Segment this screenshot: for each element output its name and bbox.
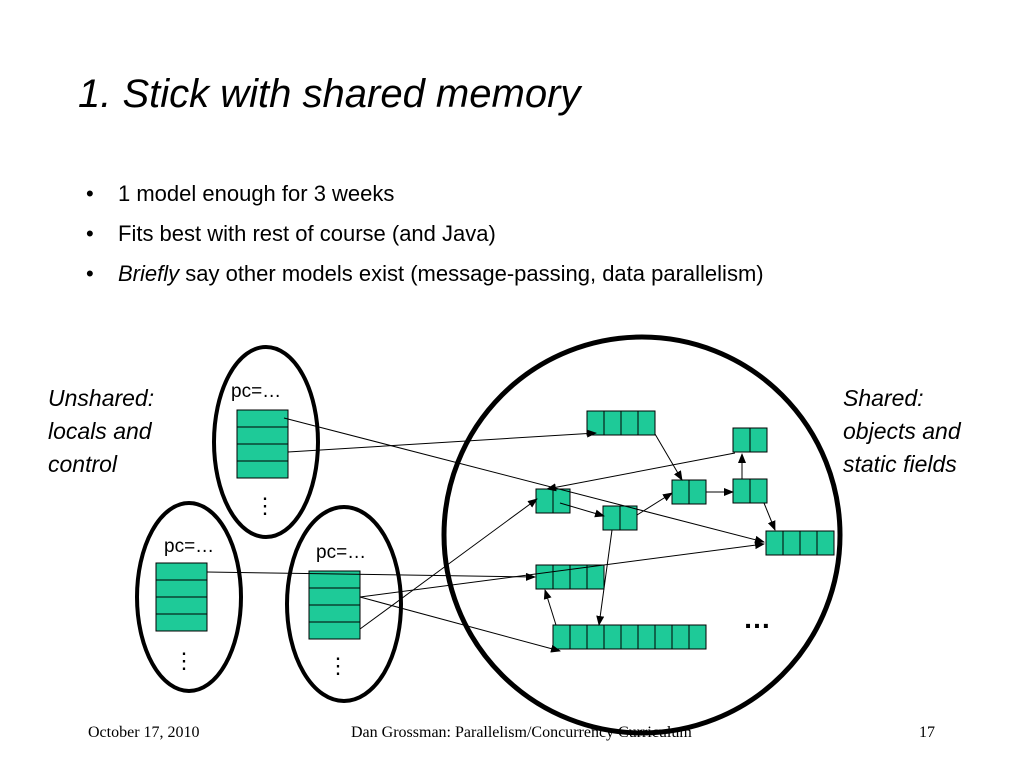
heap-object (671, 479, 707, 505)
heap-object (765, 530, 835, 556)
thread-3-stack (308, 570, 361, 640)
bullet-item: • Briefly say other models exist (message… (86, 258, 764, 298)
shared-label-line: Shared: (843, 385, 924, 411)
bullet-text: say other models exist (message-passing,… (179, 261, 764, 286)
heap-object (586, 410, 656, 436)
shared-label-line: static fields (843, 451, 957, 477)
bullet-marker: • (86, 261, 94, 286)
bullet-marker: • (86, 181, 94, 206)
unshared-label-line: locals and (48, 418, 152, 444)
thread-1-pc-label: pc=… (231, 381, 281, 402)
shared-label: Shared: objects and static fields (843, 382, 961, 481)
heap-object (732, 478, 768, 504)
thread-2-pc-label: pc=… (164, 536, 214, 557)
bullet-list: • 1 model enough for 3 weeks • Fits best w… (86, 178, 764, 298)
thread-3-ellipsis: ⋮ (327, 653, 349, 678)
unshared-label: Unshared: locals and control (48, 382, 154, 481)
footer-date: October 17, 2010 (88, 724, 200, 741)
bullet-item: • Fits best with rest of course (and Java… (86, 218, 764, 258)
shared-heap-circle (441, 334, 843, 736)
heap-object (535, 564, 605, 590)
bullet-marker: • (86, 221, 94, 246)
heap-object (602, 505, 638, 531)
heap-object (732, 427, 768, 453)
unshared-label-line: Unshared: (48, 385, 155, 411)
footer-author-course: Dan Grossman: Parallelism/Concurrency Cu… (351, 724, 692, 741)
heap-object (535, 488, 571, 514)
thread-3-pc-label: pc=… (316, 542, 366, 563)
shared-label-line: objects and (843, 418, 961, 444)
thread-1-ellipsis: ⋮ (254, 493, 276, 518)
bullet-text: Fits best with rest of course (and Java) (118, 221, 496, 246)
thread-2-stack (155, 562, 208, 632)
heap-object (552, 624, 707, 650)
thread-1-ellipse (212, 345, 320, 539)
thread-2-ellipse (135, 501, 243, 693)
slide-title: 1. Stick with shared memory (78, 72, 581, 116)
bullet-emphasis: Briefly (118, 261, 180, 286)
unshared-label-line: control (48, 451, 118, 477)
bullet-item: • 1 model enough for 3 weeks (86, 178, 764, 218)
thread-3-ellipse (285, 505, 403, 703)
footer-page-number: 17 (919, 724, 935, 741)
thread-2-ellipsis: ⋮ (173, 648, 195, 673)
pointer-arrows (206, 417, 776, 653)
heap-ellipsis: … (743, 603, 771, 634)
bullet-text: 1 model enough for 3 weeks (118, 181, 395, 206)
thread-1-stack (236, 409, 289, 479)
